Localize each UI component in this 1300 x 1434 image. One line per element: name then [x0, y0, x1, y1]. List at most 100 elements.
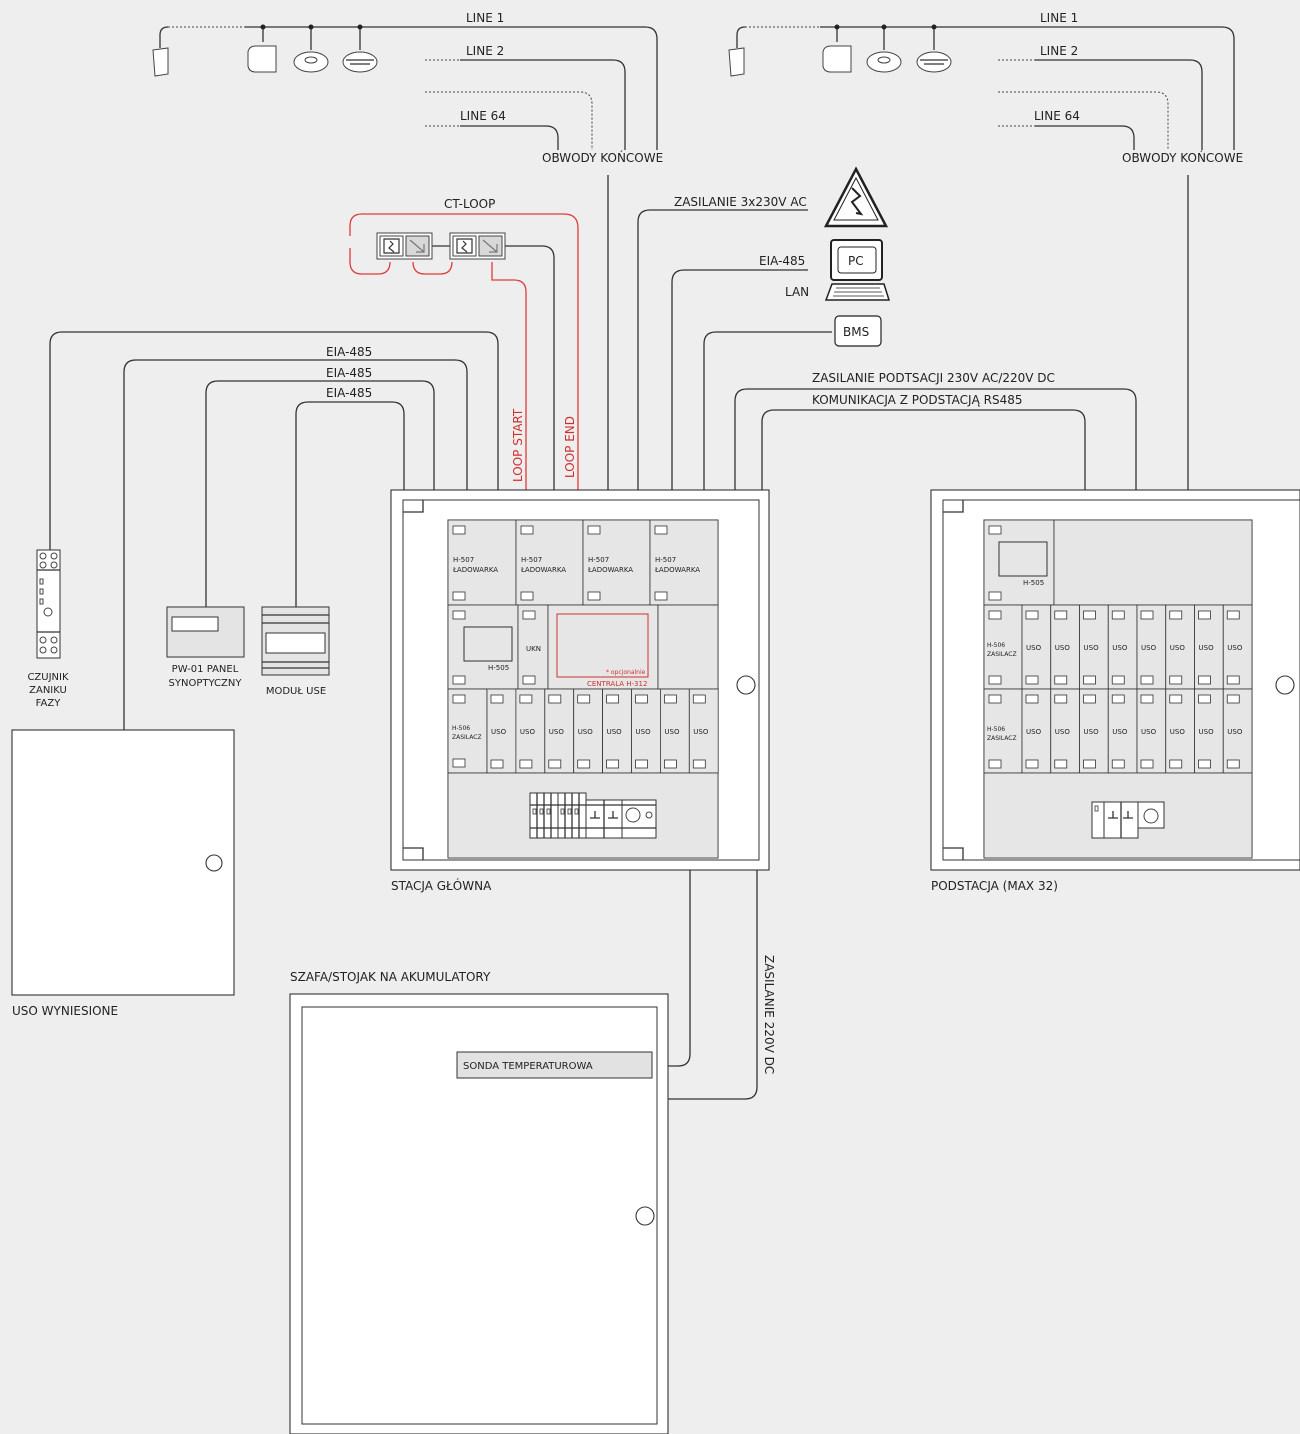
cabinet-lock-icon: [736, 675, 756, 695]
charger-name: ŁADOWARKA: [452, 566, 498, 574]
junction-dot: [931, 24, 937, 30]
panel-label-line: SYNOPTYCZNY: [169, 678, 243, 689]
psu-name: ZASILACZ: [987, 735, 1017, 742]
loop-end-label: LOOP END: [563, 416, 577, 478]
uso-label: USO: [491, 728, 507, 736]
dc-supply-label: ZASILANIE 220V DC: [762, 955, 776, 1074]
sensor-label-line: CZUJNIK: [27, 672, 69, 683]
charger-model: H-507: [453, 556, 474, 564]
wall-luminaire-icon: [152, 47, 169, 77]
charger-module: H-507 ŁADOWARKA: [447, 519, 517, 606]
junction-dot: [881, 24, 887, 30]
junction-dot: [308, 24, 314, 30]
charger-name: ŁADOWARKA: [587, 566, 633, 574]
line1-label: LINE 1: [1040, 11, 1078, 25]
wall-luminaire-icon: [728, 47, 745, 77]
right-end-circuits: LINE 1 LINE 2 LINE 64 OBWODY KOŃCOWE: [728, 11, 1243, 165]
bms-label: BMS: [843, 325, 869, 339]
uso-module: USO: [515, 688, 546, 774]
ukn-label: UKN: [526, 645, 541, 653]
breaker-panel: [983, 772, 1253, 859]
sensor-label-line: ZANIKU: [29, 685, 67, 696]
uso-label: USO: [1026, 644, 1042, 652]
charger-model: H-507: [588, 556, 609, 564]
high-voltage-icon: [823, 166, 889, 228]
psu-model: H-506: [452, 725, 470, 732]
charger-module: H-507 ŁADOWARKA: [649, 519, 719, 606]
uso-label: USO: [1084, 728, 1100, 736]
h505-module: H-505: [447, 604, 519, 690]
uso-label: USO: [1026, 728, 1042, 736]
main-station-label: STACJA GŁÓWNA: [391, 878, 492, 893]
exit-sign-icon: [449, 232, 506, 260]
uso-label: USO: [607, 728, 623, 736]
main-station-wiring: EIA-485 EIA-485 EIA-485 ZASILANIE 220V D…: [49, 175, 1189, 1100]
uso-module: USO: [688, 688, 719, 774]
eia485-pc-label: EIA-485: [759, 254, 805, 268]
central-unit: * opcjonalnie CENTRALA H-312: [547, 604, 659, 690]
uso-label: USO: [693, 728, 709, 736]
central-label: CENTRALA H-312: [587, 680, 647, 688]
uso-module: USO: [1079, 604, 1109, 690]
line1-label: LINE 1: [466, 11, 504, 25]
charger-name: ŁADOWARKA: [520, 566, 566, 574]
ac-supply-label: ZASILANIE 3x230V AC: [674, 195, 807, 209]
synoptic-panel: PW-01 PANEL SYNOPTYCZNY: [166, 606, 245, 689]
ceiling-luminaire-icon: [342, 51, 378, 73]
uso-module: USO: [1165, 604, 1195, 690]
junction-dot: [260, 24, 266, 30]
uso-module: USO: [1222, 604, 1253, 690]
psu-module: H-506 ZASILACZ: [983, 688, 1023, 774]
line64-label: LINE 64: [1034, 109, 1080, 123]
eia485-label: EIA-485: [326, 366, 372, 380]
charger-model: H-507: [655, 556, 676, 564]
uso-label: USO: [578, 728, 594, 736]
uso-module: USO: [544, 688, 575, 774]
uso-label: USO: [520, 728, 536, 736]
cabinet-lock-icon: [635, 1206, 655, 1226]
substation-supply-label: ZASILANIE PODTSACJI 230V AC/220V DC: [812, 371, 1055, 385]
remote-uso-cabinet: USO WYNIESIONE: [11, 729, 235, 1018]
end-circuits-label: OBWODY KOŃCOWE: [1122, 150, 1243, 165]
line64-label: LINE 64: [460, 109, 506, 123]
uso-module: USO: [1194, 688, 1224, 774]
uso-module: USO: [602, 688, 632, 774]
uso-label: USO: [1170, 644, 1186, 652]
uso-module: USO: [573, 688, 604, 774]
h505-module: H-505: [983, 519, 1055, 606]
uso-module: USO: [1136, 688, 1167, 774]
psu-model: H-506: [987, 642, 1005, 649]
temperature-probe-label: SONDA TEMPERATUROWA: [463, 1061, 593, 1072]
pc-label: PC: [848, 254, 864, 268]
substation-comm-label: KOMUNIKACJA Z PODSTACJĄ RS485: [812, 393, 1022, 407]
line2-label: LINE 2: [466, 44, 504, 58]
substation-label: PODSTACJA (MAX 32): [931, 879, 1058, 893]
exit-sign-icon: [376, 232, 433, 260]
end-circuits-label: OBWODY KOŃCOWE: [542, 150, 663, 165]
pc-icon: PC: [824, 239, 891, 301]
loop-start-label: LOOP START: [511, 408, 525, 482]
uso-label: USO: [636, 728, 652, 736]
uso-label: USO: [549, 728, 565, 736]
remote-uso-label: USO WYNIESIONE: [12, 1004, 118, 1018]
line2-label: LINE 2: [1040, 44, 1078, 58]
battery-cabinet-label: SZAFA/STOJAK NA AKUMULATORY: [290, 970, 491, 984]
uso-module: USO: [1079, 688, 1109, 774]
bulkhead-luminaire-icon: [247, 45, 277, 73]
psu-module: H-506 ZASILACZ: [983, 604, 1023, 690]
uso-module: USO: [1136, 604, 1167, 690]
uso-module: USO: [660, 688, 690, 774]
uso-module: USO: [486, 688, 517, 774]
psu-name: ZASILACZ: [452, 734, 482, 741]
charger-module: H-507 ŁADOWARKA: [515, 519, 584, 606]
uso-label: USO: [1199, 728, 1215, 736]
uso-label: USO: [1112, 644, 1128, 652]
battery-cabinet: SZAFA/STOJAK NA AKUMULATORY SONDA TEMPER…: [289, 970, 669, 1434]
cabinet-lock-icon: [1275, 675, 1295, 695]
charger-name: ŁADOWARKA: [654, 566, 700, 574]
eia485-label: EIA-485: [326, 386, 372, 400]
bulkhead-luminaire-icon: [822, 45, 852, 73]
